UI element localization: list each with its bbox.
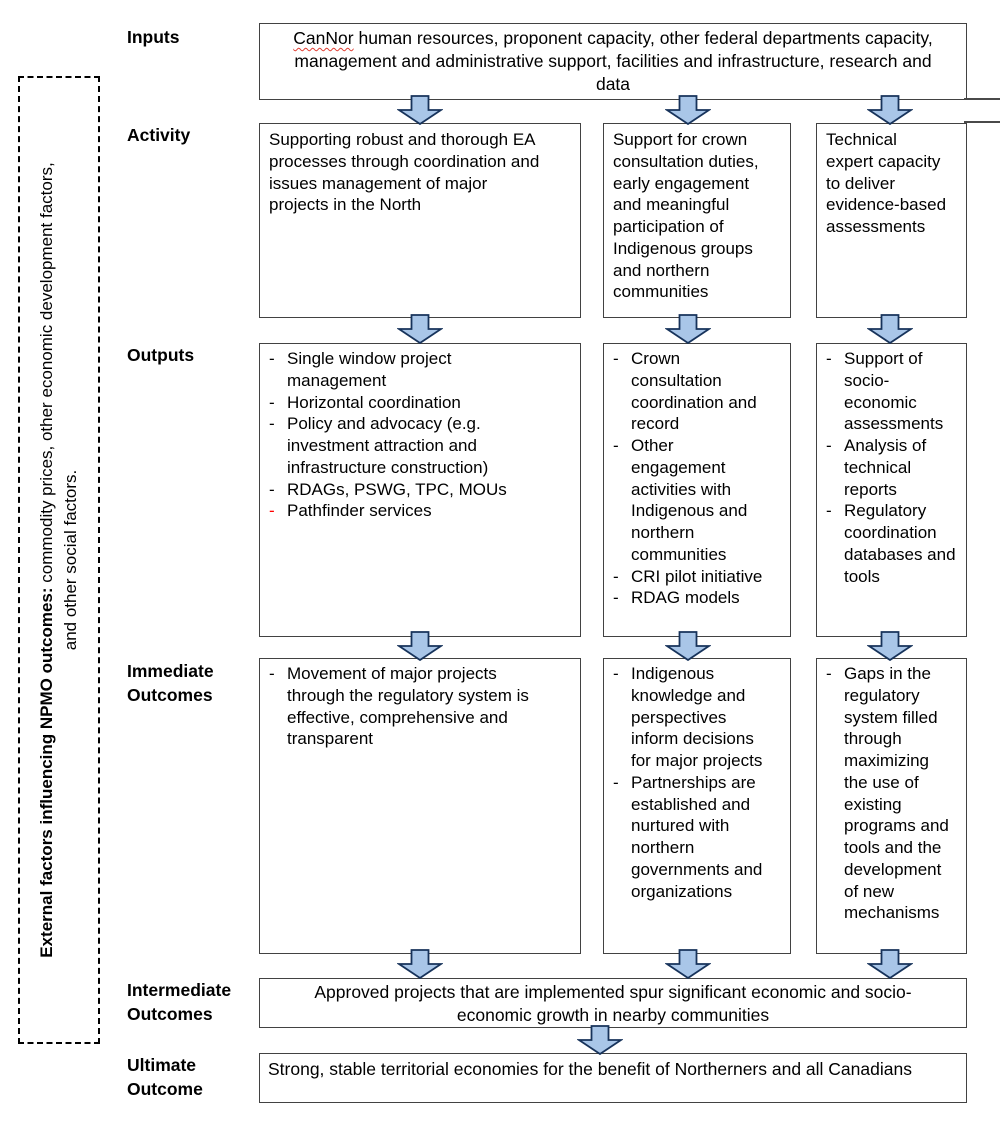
row-label-intermediate-outcomes: Intermediate Outcomes (127, 980, 232, 1024)
down-arrow-icon (665, 95, 711, 125)
list-item: -Policy and advocacy (e.g. investment at… (266, 413, 578, 478)
red-bullet-dash: - (269, 501, 275, 521)
border-extension-line (964, 121, 1000, 123)
bullet-dash: - (269, 392, 275, 412)
bullet-dash: - (826, 501, 832, 521)
bullet-dash: - (613, 772, 619, 792)
down-arrow-icon (397, 631, 443, 661)
list-item-text: Single window project management (287, 349, 452, 390)
down-arrow-icon (397, 95, 443, 125)
list-item-text: RDAG models (631, 588, 740, 608)
bullet-dash: - (613, 436, 619, 455)
row-label-ultimate-outcome: Ultimate Outcome (127, 1055, 203, 1099)
list-item-text: Analysis of technical reports (844, 436, 927, 499)
external-factors-normal-text: commodity prices, other economic develop… (37, 162, 57, 588)
down-arrow-icon (867, 95, 913, 125)
list-item: -Horizontal coordination (266, 392, 578, 414)
list-item: -Regulatory coordination databases and t… (823, 500, 964, 587)
inputs-text: human resources, proponent capacity, oth… (294, 28, 933, 94)
bullet-dash: - (269, 479, 275, 499)
inputs-box: CanNor human resources, proponent capaci… (259, 23, 967, 100)
external-factors-bold-text: External factors influencing NPMO outcom… (37, 587, 57, 958)
list-item-text: Partnerships are established and nurture… (631, 772, 763, 901)
down-arrow-icon (867, 314, 913, 344)
list-item: -CRI pilot initiative (610, 566, 788, 588)
list-item-text: Movement of major projects through the r… (287, 664, 529, 749)
bullet-dash: - (826, 349, 832, 368)
list-item-text: Crown consultation coordination and reco… (631, 349, 757, 434)
down-arrow-icon (665, 631, 711, 661)
bullet-dash: - (613, 566, 619, 586)
list-item-text: Regulatory coordination databases and to… (844, 501, 956, 586)
list-item: -RDAGs, PSWG, TPC, MOUs (266, 479, 578, 501)
list-item-text: Horizontal coordination (287, 392, 461, 412)
bullet-dash: - (613, 588, 619, 608)
intermediate-outcomes-box: Approved projects that are implemented s… (259, 978, 967, 1028)
activity-box-technical-capacity: Technical expert capacity to deliver evi… (816, 123, 967, 318)
row-label-immediate-outcomes: Immediate Outcomes (127, 661, 214, 705)
bullet-dash: - (826, 664, 832, 683)
immediate-box-indigenous-knowledge: -Indigenous knowledge and perspectives i… (603, 658, 791, 954)
down-arrow-icon (867, 949, 913, 979)
row-label-outputs: Outputs (127, 345, 195, 365)
outputs-box-assessment-tools: -Support of socio- economic assessments … (816, 343, 967, 637)
list-item: -Analysis of technical reports (823, 435, 964, 500)
external-factors-panel: External factors influencing NPMO outcom… (18, 76, 100, 1044)
outputs-box-consultation-record: -Crown consultation coordination and rec… (603, 343, 791, 637)
list-item: -Support of socio- economic assessments (823, 348, 964, 435)
ultimate-outcome-box: Strong, stable territorial economies for… (259, 1053, 967, 1103)
activity-box-crown-consultation: Support for crown consultation duties, e… (603, 123, 791, 318)
list-item-text: Other engagement activities with Indigen… (631, 436, 748, 564)
list-item-text: Support of socio- economic assessments (844, 349, 944, 434)
list-item-text: Pathfinder services (287, 501, 432, 521)
list-item-text: Gaps in the regulatory system filled thr… (844, 664, 949, 923)
down-arrow-icon (665, 949, 711, 979)
activity-box-ea-processes: Supporting robust and thorough EA proces… (259, 123, 581, 318)
list-item-text: Indigenous knowledge and perspectives in… (631, 664, 763, 770)
down-arrow-icon (665, 314, 711, 344)
list-item-text: RDAGs, PSWG, TPC, MOUs (287, 479, 507, 499)
list-item: -Movement of major projects through the … (266, 663, 578, 750)
list-item: -RDAG models (610, 587, 788, 609)
bullet-dash: - (613, 349, 619, 368)
down-arrow-icon (867, 631, 913, 661)
bullet-dash: - (269, 664, 275, 683)
list-item: -Single window project management (266, 348, 578, 392)
border-extension-line (964, 98, 1000, 100)
inputs-misspelled-word: CanNor (293, 28, 354, 48)
external-factors-line-1: External factors influencing NPMO outcom… (35, 95, 59, 1025)
bullet-dash: - (613, 664, 619, 683)
bullet-dash: - (826, 436, 832, 455)
external-factors-rotated-text: External factors influencing NPMO outcom… (19, 95, 99, 1025)
external-factors-line-2: and other social factors. (61, 469, 80, 651)
list-item: -Crown consultation coordination and rec… (610, 348, 788, 435)
list-item: -Other engagement activities with Indige… (610, 435, 788, 566)
down-arrow-icon (397, 949, 443, 979)
outputs-box-project-management: -Single window project management -Horiz… (259, 343, 581, 637)
row-label-inputs: Inputs (127, 27, 180, 47)
bullet-dash: - (269, 349, 275, 368)
list-item-text: CRI pilot initiative (631, 566, 763, 586)
list-item: -Gaps in the regulatory system filled th… (823, 663, 964, 924)
list-item: -Pathfinder services (266, 500, 578, 522)
down-arrow-icon (397, 314, 443, 344)
down-arrow-icon (577, 1025, 623, 1055)
list-item-text: Policy and advocacy (e.g. investment att… (287, 414, 489, 477)
bullet-dash: - (269, 414, 275, 434)
immediate-box-regulatory-gaps: -Gaps in the regulatory system filled th… (816, 658, 967, 954)
row-label-activity: Activity (127, 125, 191, 145)
immediate-box-regulatory-movement: -Movement of major projects through the … (259, 658, 581, 954)
list-item: -Partnerships are established and nurtur… (610, 772, 788, 903)
list-item: -Indigenous knowledge and perspectives i… (610, 663, 788, 772)
